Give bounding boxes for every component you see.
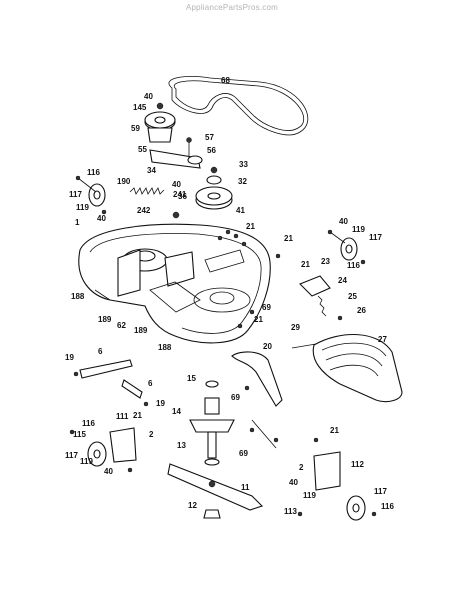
part-callout-c25[interactable]: 25 [348,292,357,301]
belt-68[interactable] [168,76,309,136]
part-callout-c6b[interactable]: 6 [148,379,153,388]
part-callout-c40c[interactable]: 40 [97,214,106,223]
part-callout-c241[interactable]: 241 [173,190,187,199]
spindle-assembly-14[interactable] [189,380,235,466]
part-callout-c32[interactable]: 32 [238,177,247,186]
part-callout-c11[interactable]: 11 [241,483,250,492]
part-callout-c40d[interactable]: 40 [339,217,348,226]
watermark: AppliancePartsPros.com [186,3,278,12]
gauge-wheel-lower-right[interactable] [297,437,377,521]
part-callout-c12[interactable]: 12 [188,501,197,510]
part-callout-c56[interactable]: 56 [207,146,216,155]
part-callout-c24[interactable]: 24 [338,276,347,285]
part-callout-c116c[interactable]: 116 [82,419,95,428]
deck-bolts[interactable] [217,229,281,329]
part-callout-c1[interactable]: 1 [75,218,80,227]
part-callout-c6a[interactable]: 6 [98,347,103,356]
part-callout-c119b[interactable]: 119 [352,225,365,234]
part-callout-c242[interactable]: 242 [137,206,151,215]
part-callout-c21e[interactable]: 21 [133,411,142,420]
part-callout-c117a[interactable]: 117 [69,190,82,199]
part-callout-c40a[interactable]: 40 [144,92,153,101]
part-callout-c21b[interactable]: 21 [284,234,293,243]
part-callout-c15[interactable]: 15 [187,374,196,383]
part-callout-c19b[interactable]: 19 [156,399,165,408]
blade-11[interactable] [167,463,264,511]
part-callout-c40b[interactable]: 40 [172,180,181,189]
part-callout-c36[interactable]: 36 [178,192,187,201]
part-callout-c21c[interactable]: 21 [301,260,310,269]
part-callout-c117d[interactable]: 117 [374,487,387,496]
part-callout-c20[interactable]: 20 [263,342,272,351]
part-callout-c115[interactable]: 115 [73,430,86,439]
idler-arm-55[interactable] [149,137,203,169]
part-callout-c21f[interactable]: 21 [330,426,339,435]
drive-pulley-32[interactable] [195,166,233,210]
deck-housing-1[interactable] [78,223,271,344]
part-callout-c19a[interactable]: 19 [65,353,74,362]
part-callout-c145[interactable]: 145 [133,103,147,112]
part-callout-c69c[interactable]: 69 [239,449,248,458]
gauge-wheel-lower-left[interactable] [69,427,137,473]
part-callout-c117c[interactable]: 117 [65,451,78,460]
part-callout-c188a[interactable]: 188 [71,292,85,301]
part-callout-c188b[interactable]: 188 [158,343,172,352]
gauge-wheel-upper-left[interactable] [75,175,107,215]
deflector-20[interactable] [231,351,283,449]
part-callout-c116b[interactable]: 116 [347,261,360,270]
discharge-chute-27[interactable] [291,334,403,403]
part-callout-c57[interactable]: 57 [205,133,214,142]
bracket-23[interactable] [299,275,343,321]
part-callout-c189a[interactable]: 189 [98,315,112,324]
part-callout-c116d[interactable]: 116 [381,502,394,511]
part-callout-c55[interactable]: 55 [138,145,147,154]
idler-pulley-145[interactable] [144,102,176,143]
part-callout-c62[interactable]: 62 [117,321,126,330]
part-callout-c119d[interactable]: 119 [303,491,316,500]
part-callout-c117b[interactable]: 117 [369,233,382,242]
part-callout-c41[interactable]: 41 [236,206,245,215]
part-callout-c29[interactable]: 29 [291,323,300,332]
part-callout-c40e[interactable]: 40 [104,467,113,476]
part-callout-c33[interactable]: 33 [239,160,248,169]
part-callout-c27[interactable]: 27 [378,335,387,344]
part-callout-c119c[interactable]: 119 [80,457,93,466]
part-callout-c2b[interactable]: 2 [299,463,304,472]
part-callout-c111[interactable]: 111 [116,412,129,421]
part-callout-c190[interactable]: 190 [117,177,131,186]
gauge-wheel-upper-right[interactable] [327,229,366,265]
part-callout-c112[interactable]: 112 [351,460,364,469]
part-callout-c21a[interactable]: 21 [246,222,255,231]
part-callout-c13[interactable]: 13 [177,441,186,450]
part-callout-c59[interactable]: 59 [131,124,140,133]
part-callout-c189b[interactable]: 189 [134,326,148,335]
part-callout-c69b[interactable]: 69 [231,393,240,402]
part-callout-c2a[interactable]: 2 [149,430,154,439]
part-callout-c116a[interactable]: 116 [87,168,100,177]
part-callout-c23[interactable]: 23 [321,257,330,266]
baffle-6-upper[interactable] [73,359,133,379]
part-callout-c14[interactable]: 14 [172,407,181,416]
part-callout-c113[interactable]: 113 [284,507,297,516]
part-callout-c69a[interactable]: 69 [262,303,271,312]
spring-190[interactable] [129,187,165,195]
part-callout-c119a[interactable]: 119 [76,203,89,212]
part-callout-c68[interactable]: 68 [221,76,230,85]
blade-nut-12[interactable] [203,509,221,519]
baffle-6-lower[interactable] [121,379,149,407]
part-callout-c21d[interactable]: 21 [254,315,263,324]
part-callout-c40f[interactable]: 40 [289,478,298,487]
part-callout-c34[interactable]: 34 [147,166,156,175]
part-callout-c26[interactable]: 26 [357,306,366,315]
